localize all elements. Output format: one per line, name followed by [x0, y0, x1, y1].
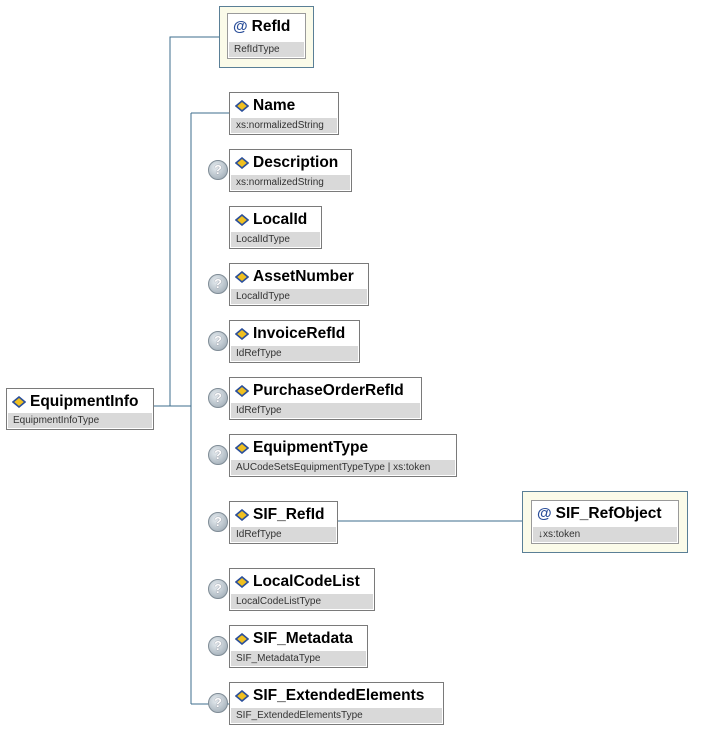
element-type: xs:normalizedString: [231, 118, 337, 133]
element-icon: [235, 100, 249, 112]
element-title: Name: [235, 97, 295, 115]
element-node-description[interactable]: Description xs:normalizedString: [229, 149, 352, 192]
element-type: IdRefType: [231, 403, 420, 418]
attribute-node-sif-refobject[interactable]: @SIF_RefObject ↓xs:token: [531, 500, 679, 544]
root-type: EquipmentInfoType: [8, 413, 152, 428]
element-name: InvoiceRefId: [253, 325, 346, 342]
element-name: LocalCodeList: [253, 573, 360, 590]
attribute-type: RefIdType: [229, 42, 304, 57]
element-title: SIF_RefId: [235, 506, 324, 524]
element-title: LocalCodeList: [235, 573, 360, 591]
element-title: SIF_Metadata: [235, 630, 353, 648]
element-name: EquipmentType: [253, 439, 369, 456]
attribute-node-refid[interactable]: @RefId RefIdType: [227, 13, 306, 59]
question-mark-icon: ?: [208, 331, 228, 351]
element-name: AssetNumber: [253, 268, 354, 285]
element-icon: [235, 157, 249, 169]
question-mark-icon: ?: [208, 579, 228, 599]
child-attribute-name: SIF_RefObject: [555, 505, 662, 522]
element-title: Description: [235, 154, 338, 172]
element-icon: [235, 271, 249, 283]
element-icon: [235, 690, 249, 702]
attribute-frame-refid: @RefId RefIdType: [219, 6, 314, 68]
question-mark-icon: ?: [208, 160, 228, 180]
question-mark-icon: ?: [208, 445, 228, 465]
element-type: SIF_MetadataType: [231, 651, 366, 666]
element-icon: [235, 442, 249, 454]
question-mark-icon: ?: [208, 693, 228, 713]
element-node-name[interactable]: Name xs:normalizedString: [229, 92, 339, 135]
element-icon: [235, 214, 249, 226]
element-icon: [12, 396, 26, 408]
question-mark-icon: ?: [208, 636, 228, 656]
element-title: LocalId: [235, 211, 307, 229]
element-type: IdRefType: [231, 527, 336, 542]
element-title: SIF_ExtendedElements: [235, 687, 424, 705]
root-name: EquipmentInfo: [30, 393, 139, 410]
element-name: LocalId: [253, 211, 308, 228]
connector-root-attribute: [154, 36, 219, 407]
element-name: SIF_RefId: [253, 506, 325, 523]
element-icon: [235, 633, 249, 645]
element-icon: [235, 509, 249, 521]
element-name: Name: [253, 97, 296, 114]
element-title: InvoiceRefId: [235, 325, 345, 343]
question-mark-icon: ?: [208, 388, 228, 408]
attribute-at-icon: @: [233, 18, 248, 35]
element-name: SIF_Metadata: [253, 630, 353, 647]
element-title: EquipmentType: [235, 439, 368, 457]
element-type: LocalIdType: [231, 289, 367, 304]
question-mark-icon: ?: [208, 512, 228, 532]
element-type: xs:normalizedString: [231, 175, 350, 190]
question-mark-icon: ?: [208, 274, 228, 294]
element-type: LocalIdType: [231, 232, 320, 247]
element-title: PurchaseOrderRefId: [235, 382, 404, 400]
element-type: IdRefType: [231, 346, 358, 361]
element-name: Description: [253, 154, 339, 171]
root-node[interactable]: EquipmentInfo EquipmentInfoType: [6, 388, 154, 430]
child-attribute-type: ↓xs:token: [533, 527, 677, 542]
attribute-frame-sif-refobject: @SIF_RefObject ↓xs:token: [522, 491, 688, 553]
element-name: SIF_ExtendedElements: [253, 687, 425, 704]
element-icon: [235, 576, 249, 588]
element-icon: [235, 385, 249, 397]
element-name: PurchaseOrderRefId: [253, 382, 404, 399]
element-title: AssetNumber: [235, 268, 354, 286]
element-type: SIF_ExtendedElementsType: [231, 708, 442, 723]
element-type: LocalCodeListType: [231, 594, 373, 609]
attribute-at-icon: @: [537, 505, 552, 522]
element-type: AUCodeSetsEquipmentTypeType | xs:token: [231, 460, 455, 475]
attribute-name: RefId: [251, 18, 291, 35]
element-icon: [235, 328, 249, 340]
